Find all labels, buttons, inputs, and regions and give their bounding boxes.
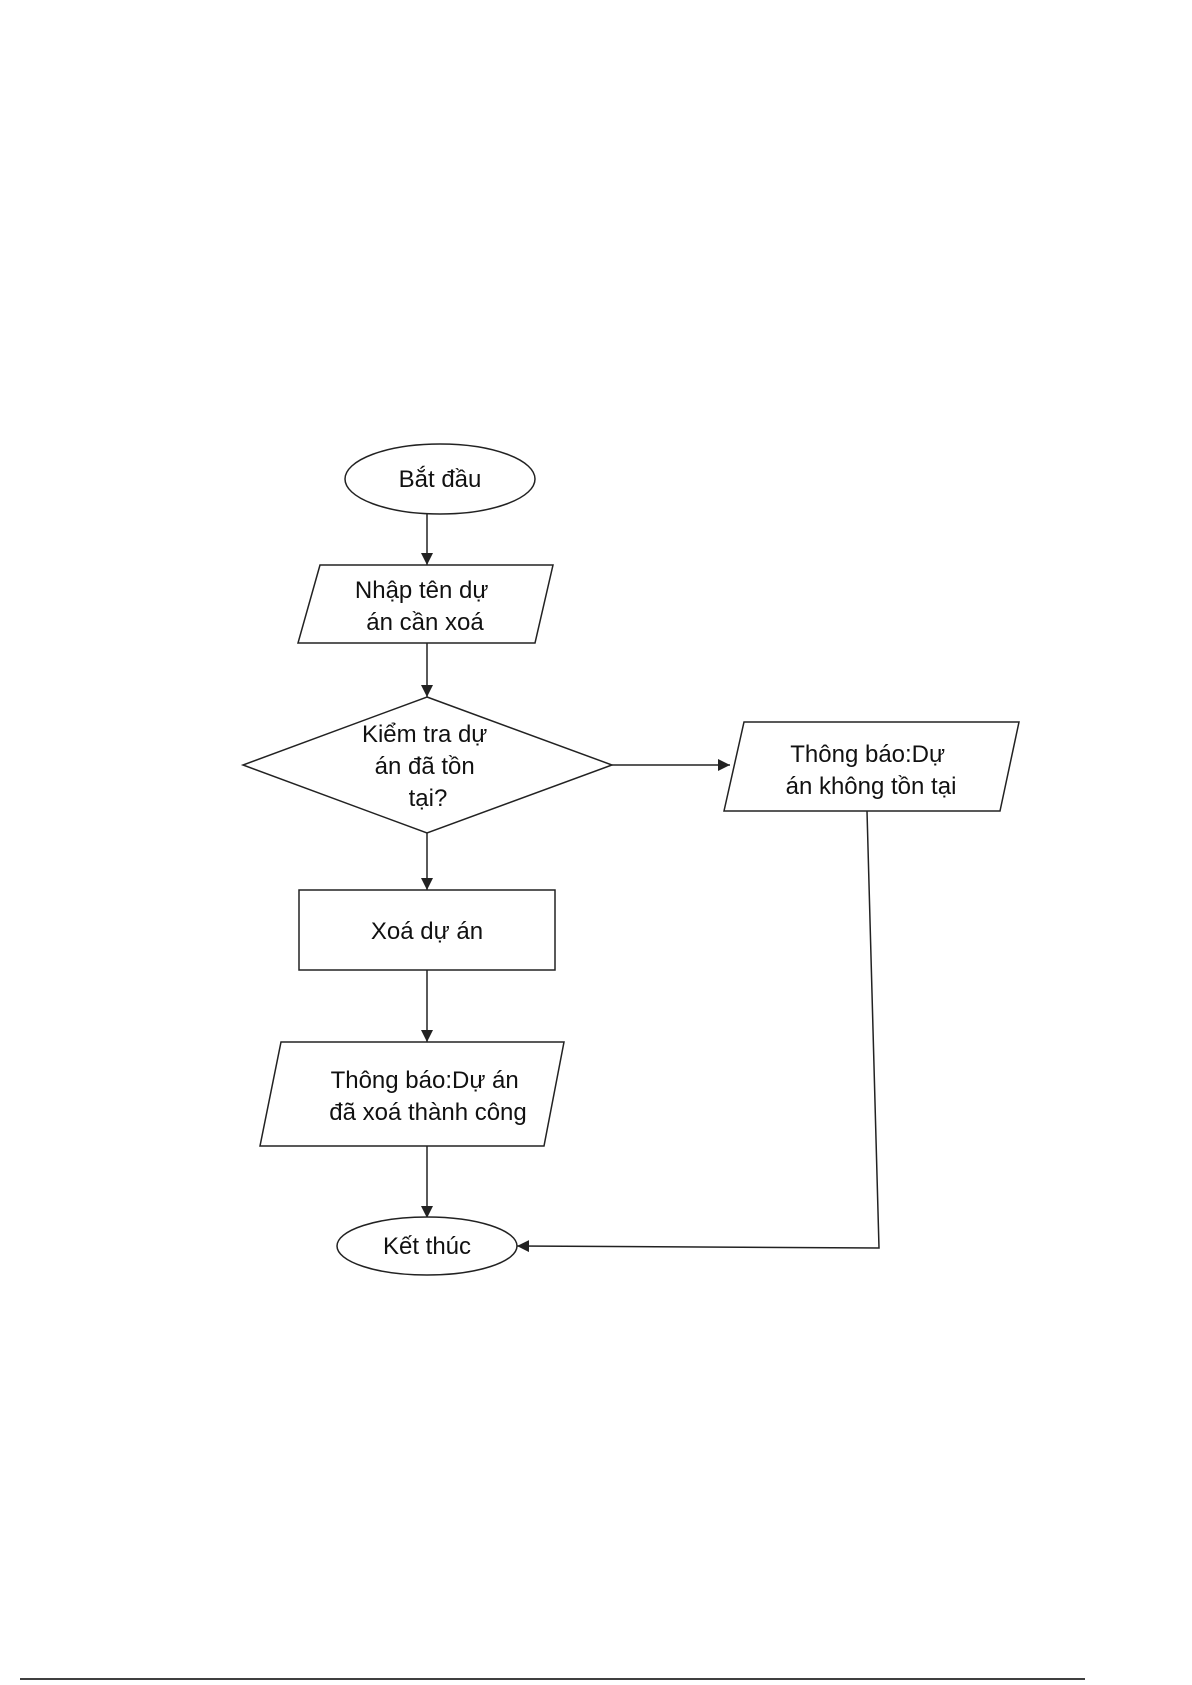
node-not-found-msg: Thông báo:Dự án không tồn tại xyxy=(724,722,1019,811)
node-end: Kết thúc xyxy=(337,1217,517,1275)
delete-project-label: Xoá dự án xyxy=(371,918,483,945)
node-start: Bắt đầu xyxy=(345,444,535,514)
node-success-msg: Thông báo:Dự án đã xoá thành công xyxy=(260,1042,564,1146)
success-msg-data-shape xyxy=(260,1042,564,1146)
edge-not-found-to-end xyxy=(517,811,879,1248)
node-check-exists: Kiểm tra dự án đã tồn tại? xyxy=(243,697,612,833)
start-label: Bắt đầu xyxy=(399,466,482,493)
node-input-name: Nhập tên dự án cần xoá xyxy=(298,565,553,643)
node-delete-project: Xoá dự án xyxy=(299,890,555,970)
end-label: Kết thúc xyxy=(383,1233,471,1260)
